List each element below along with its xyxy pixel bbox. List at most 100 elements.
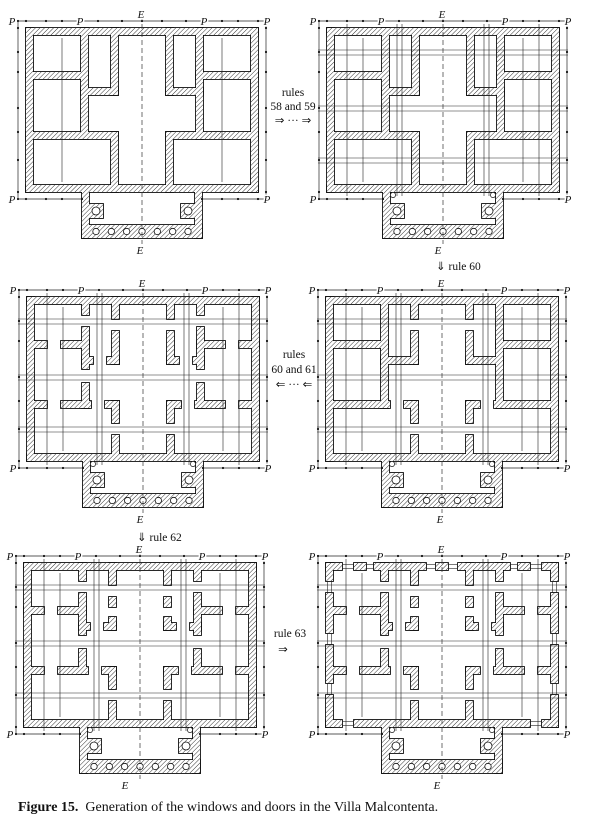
- dimension-tick: [484, 288, 488, 292]
- transition-rules-58-59: rules 58 and 59 ⇒ ··· ⇒: [270, 87, 316, 127]
- dimension-tick: [81, 288, 85, 292]
- axis-label-p-bottom: P: [309, 194, 317, 206]
- axis-label-p-top: P: [201, 285, 209, 297]
- dimension-tick: [485, 19, 489, 23]
- axis-label-p-top: P: [263, 16, 271, 28]
- dimension-tick: [256, 19, 260, 23]
- column: [170, 496, 178, 505]
- column-marker: [489, 727, 495, 733]
- wall: [197, 297, 204, 315]
- dimension-tick: [344, 554, 348, 558]
- wall: [166, 88, 203, 95]
- dimension-tick: [565, 70, 569, 74]
- wall: [27, 341, 47, 348]
- wall: [166, 132, 173, 192]
- wall: [326, 341, 388, 348]
- axis-label-p-top: P: [76, 16, 84, 28]
- column: [167, 762, 175, 771]
- dimension-tick: [564, 339, 568, 343]
- wall: [190, 623, 201, 630]
- wall: [496, 563, 503, 581]
- dimension-tick: [316, 295, 320, 299]
- dimension-tick: [564, 561, 568, 565]
- dimension-tick: [316, 319, 320, 323]
- dimension-tick: [17, 339, 21, 343]
- axis-label-p-bottom: P: [8, 194, 16, 206]
- corner-column: [484, 206, 494, 216]
- dimension-tick: [265, 339, 269, 343]
- wall: [194, 563, 201, 581]
- column-marker: [87, 727, 93, 733]
- column-marker: [490, 192, 496, 198]
- axis-label-e-bottom: E: [121, 780, 129, 792]
- column: [393, 227, 401, 236]
- wall: [164, 701, 171, 727]
- axis-label-p-bottom: P: [563, 729, 571, 741]
- portico-columns: [91, 206, 193, 236]
- axis-label-p-bottom: P: [6, 729, 14, 741]
- dimension-tick: [420, 554, 424, 558]
- dimension-tick: [317, 50, 321, 54]
- axis-label-p-top: P: [500, 551, 508, 563]
- portico-columns: [389, 461, 495, 505]
- axis-label-p-top: P: [376, 285, 384, 297]
- axis-label-p-top: P: [563, 551, 571, 563]
- dimension-tick: [24, 19, 28, 23]
- dimension-tick: [234, 732, 238, 736]
- column: [469, 762, 477, 771]
- dimension-tick: [361, 19, 365, 23]
- axis-label-p-top: P: [74, 551, 82, 563]
- dimension-tick: [44, 197, 48, 201]
- wall: [518, 563, 530, 570]
- transition-label: ⇓ rule 60: [436, 261, 481, 273]
- dimension-tick: [220, 19, 224, 23]
- dimension-tick: [220, 197, 224, 201]
- axis-label-p-top: P: [77, 285, 85, 297]
- wall: [82, 383, 89, 408]
- portico-columns: [90, 461, 196, 505]
- column: [407, 762, 415, 771]
- dimension-tick: [22, 554, 26, 558]
- wall: [167, 297, 174, 319]
- column: [185, 496, 193, 505]
- dimension-tick: [254, 732, 258, 736]
- dimension-tick: [16, 19, 20, 23]
- dimension-tick: [257, 466, 261, 470]
- wall: [111, 28, 118, 95]
- transition-label: 60 and 61: [271, 364, 317, 376]
- axis-label-e-bottom: E: [434, 245, 442, 257]
- wall: [466, 597, 473, 607]
- dimension-tick: [325, 197, 329, 201]
- dimension-tick: [262, 665, 266, 669]
- dimension-tick: [344, 732, 348, 736]
- transition-rule-60: ⇓ rule 60: [436, 261, 481, 273]
- wall: [467, 132, 559, 139]
- wall: [27, 401, 47, 408]
- wall: [109, 667, 116, 689]
- column: [124, 496, 132, 505]
- dimension-tick: [565, 50, 569, 54]
- axis-label-e-bottom: E: [136, 245, 144, 257]
- wall: [466, 701, 473, 727]
- column: [407, 496, 415, 505]
- dimension-tick: [520, 466, 524, 470]
- wall: [497, 28, 504, 139]
- dimension-tick: [198, 732, 202, 736]
- dimension-tick: [25, 288, 29, 292]
- dimension-tick: [221, 466, 225, 470]
- axis-label-p-top: P: [376, 551, 384, 563]
- dimension-tick: [265, 295, 269, 299]
- axis-label-p-top: P: [261, 551, 269, 563]
- wall: [251, 28, 258, 192]
- dimension-tick: [265, 375, 269, 379]
- dimension-tick: [537, 197, 541, 201]
- transition-rule-62: ⇓ rule 62: [137, 532, 182, 544]
- dimension-tick: [521, 19, 525, 23]
- axis-label-p-top: P: [377, 16, 385, 28]
- dimension-tick: [16, 50, 20, 54]
- dimension-tick: [81, 466, 85, 470]
- dimension-tick: [17, 295, 21, 299]
- dimension-tick: [17, 399, 21, 403]
